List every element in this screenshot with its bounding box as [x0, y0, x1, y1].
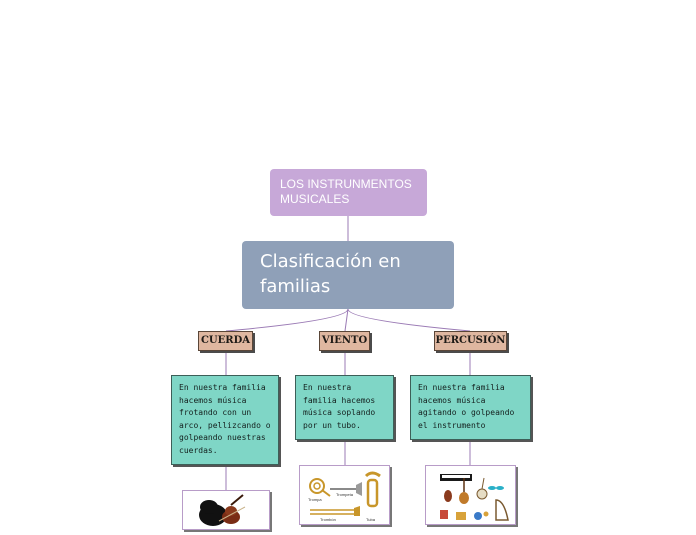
connector-main-viento — [344, 308, 349, 332]
family-percusion[interactable]: PERCUSIÓN — [434, 331, 507, 351]
family-cuerda-label: CUERDA — [200, 335, 251, 346]
connector-main-percusion — [347, 308, 471, 332]
image-viento[interactable]: Trompa Trompeta Trombón Tuba — [299, 465, 390, 525]
description-percusion[interactable]: En nuestra familia hacemos música agitan… — [410, 375, 531, 440]
family-viento-label: VIENTO — [321, 335, 368, 346]
description-viento-text: En nuestra familia hacemos música soplan… — [303, 383, 376, 430]
label-trompa: Trompa — [308, 497, 322, 502]
description-cuerda-text: En nuestra familia hacemos música frotan… — [179, 383, 271, 455]
family-cuerda[interactable]: CUERDA — [198, 331, 253, 351]
description-viento[interactable]: En nuestra familia hacemos música soplan… — [295, 375, 394, 440]
percussion-instruments-illustration — [440, 474, 509, 521]
connector-main-cuerda — [225, 308, 349, 332]
image-percusion[interactable] — [425, 465, 516, 525]
description-cuerda[interactable]: En nuestra familia hacemos música frotan… — [171, 375, 279, 465]
main-topic-title: Clasificación en familias — [260, 251, 401, 297]
root-topic-title: LOS INSTRUNMENTOS MUSICALES — [280, 177, 412, 206]
image-cuerda[interactable] — [182, 490, 270, 530]
label-trompeta: Trompeta — [336, 492, 353, 497]
connector-lines — [225, 216, 471, 490]
description-percusion-text: En nuestra familia hacemos música agitan… — [418, 383, 515, 430]
violin-illustration — [199, 494, 246, 526]
root-topic[interactable]: LOS INSTRUNMENTOS MUSICALES — [270, 169, 427, 216]
family-viento[interactable]: VIENTO — [319, 331, 370, 351]
wind-instruments-illustration — [309, 471, 381, 516]
main-topic[interactable]: Clasificación en familias — [242, 241, 454, 309]
family-percusion-label: PERCUSIÓN — [435, 335, 506, 346]
